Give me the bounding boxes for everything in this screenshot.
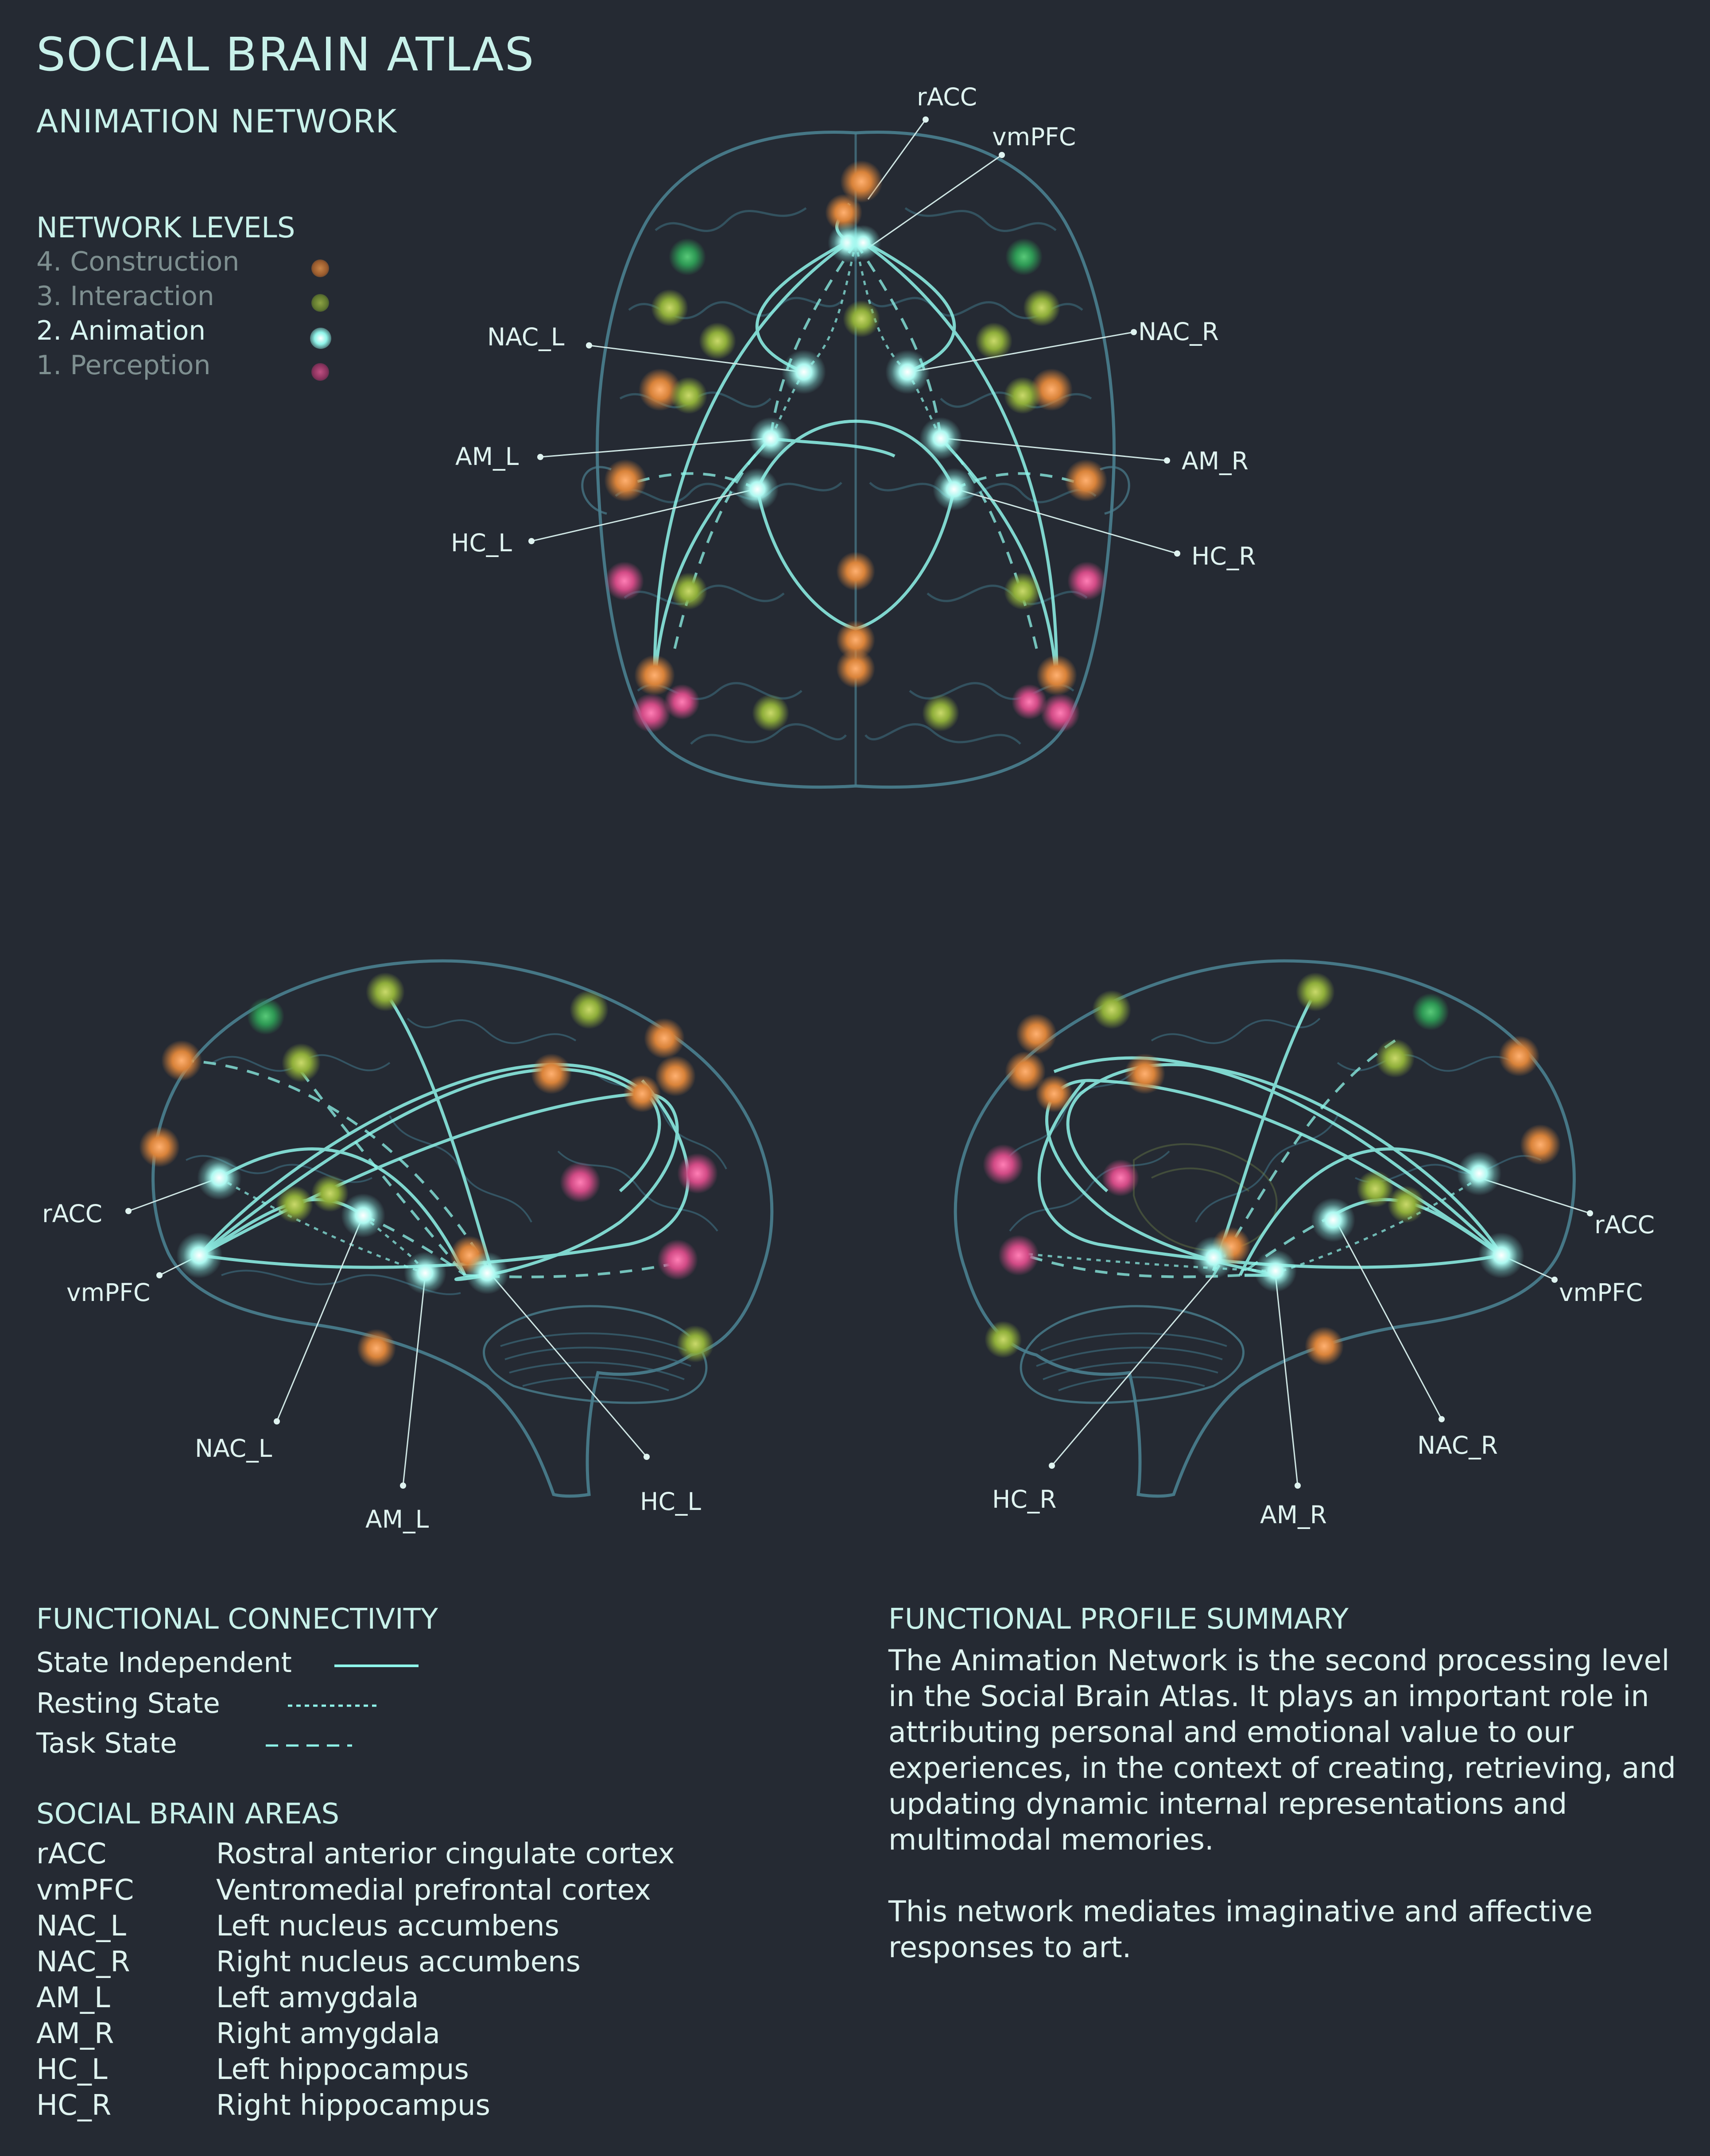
level-interaction-label: 3. Interaction [36,281,214,312]
top-label-nac-l: NAC_L [487,323,565,351]
area-name-hc-r: Right hippocampus [216,2089,490,2122]
right-label-racc: rACC [1594,1211,1655,1239]
left-view-brain: rACC vmPFC NAC_L AM_L HC_L [42,959,774,1533]
top-label-hc-r: HC_R [1191,542,1256,570]
area-name-nac-r: Right nucleus accumbens [216,1946,581,1978]
level-perception-label: 1. Perception [36,350,211,381]
left-label-am-l: AM_L [365,1505,429,1533]
state-independent-label: State Independent [36,1646,292,1679]
area-abbr-racc: rACC [36,1838,107,1870]
right-label-am-r: AM_R [1260,1501,1327,1529]
right-label-vmpfc: vmPFC [1559,1278,1643,1307]
top-label-vmpfc: vmPFC [992,123,1076,151]
summary-paragraph-1: The Animation Network is the second proc… [888,1644,1676,1857]
area-abbr-am-l: AM_L [36,1982,110,2014]
top-label-nac-r: NAC_R [1138,317,1219,346]
animation-level-dot [310,328,331,349]
brain-network-diagram: rACC vmPFC NAC_L NAC_R AM_L AM_R HC_L HC… [42,83,1655,1533]
top-label-am-r: AM_R [1182,447,1249,475]
area-abbr-nac-r: NAC_R [36,1946,130,1978]
interaction-level-dot [311,294,329,312]
resting-state-label: Resting State [36,1687,220,1719]
area-name-am-l: Left amygdala [216,1982,419,2014]
area-abbr-am-r: AM_R [36,2017,114,2050]
area-name-nac-l: Left nucleus accumbens [216,1910,559,1943]
perception-level-dot [311,363,329,381]
network-levels-heading: NETWORK LEVELS [36,212,295,244]
level-construction-label: 4. Construction [36,246,240,277]
connectivity-line-samples [266,1664,419,1747]
left-label-nac-l: NAC_L [195,1434,272,1463]
right-label-hc-r: HC_R [992,1485,1056,1513]
area-name-hc-l: Left hippocampus [216,2053,469,2086]
left-label-racc: rACC [42,1200,102,1228]
top-label-racc: rACC [917,83,977,111]
task-state-label: Task State [36,1727,177,1759]
area-name-vmpfc: Ventromedial prefrontal cortex [216,1874,651,1907]
page-title: SOCIAL BRAIN ATLAS [36,27,535,81]
area-name-am-r: Right amygdala [216,2017,440,2050]
top-label-am-l: AM_L [455,442,519,471]
area-abbr-nac-l: NAC_L [36,1910,126,1943]
social-brain-areas-heading: SOCIAL BRAIN AREAS [36,1798,340,1831]
top-label-hc-l: HC_L [451,529,512,557]
functional-profile-summary-heading: FUNCTIONAL PROFILE SUMMARY [888,1603,1349,1636]
right-view-brain: rACC vmPFC NAC_R AM_R HC_R [954,959,1655,1529]
summary-body: The Animation Network is the second proc… [888,1643,1681,2001]
right-label-nac-r: NAC_R [1417,1431,1498,1459]
left-label-hc-l: HC_L [640,1487,701,1516]
page-subtitle: ANIMATION NETWORK [36,103,397,140]
construction-level-dot [311,259,329,277]
area-name-racc: Rostral anterior cingulate cortex [216,1838,675,1870]
left-label-vmpfc: vmPFC [66,1278,150,1307]
area-abbr-hc-r: HC_R [36,2089,112,2122]
functional-connectivity-heading: FUNCTIONAL CONNECTIVITY [36,1603,438,1636]
top-view-brain: rACC vmPFC NAC_L NAC_R AM_L AM_R HC_L HC… [451,83,1256,789]
area-abbr-vmpfc: vmPFC [36,1874,134,1907]
level-animation-label: 2. Animation [36,315,206,346]
area-abbr-hc-l: HC_L [36,2053,108,2086]
summary-paragraph-2: This network mediates imaginative and af… [888,1895,1593,1964]
